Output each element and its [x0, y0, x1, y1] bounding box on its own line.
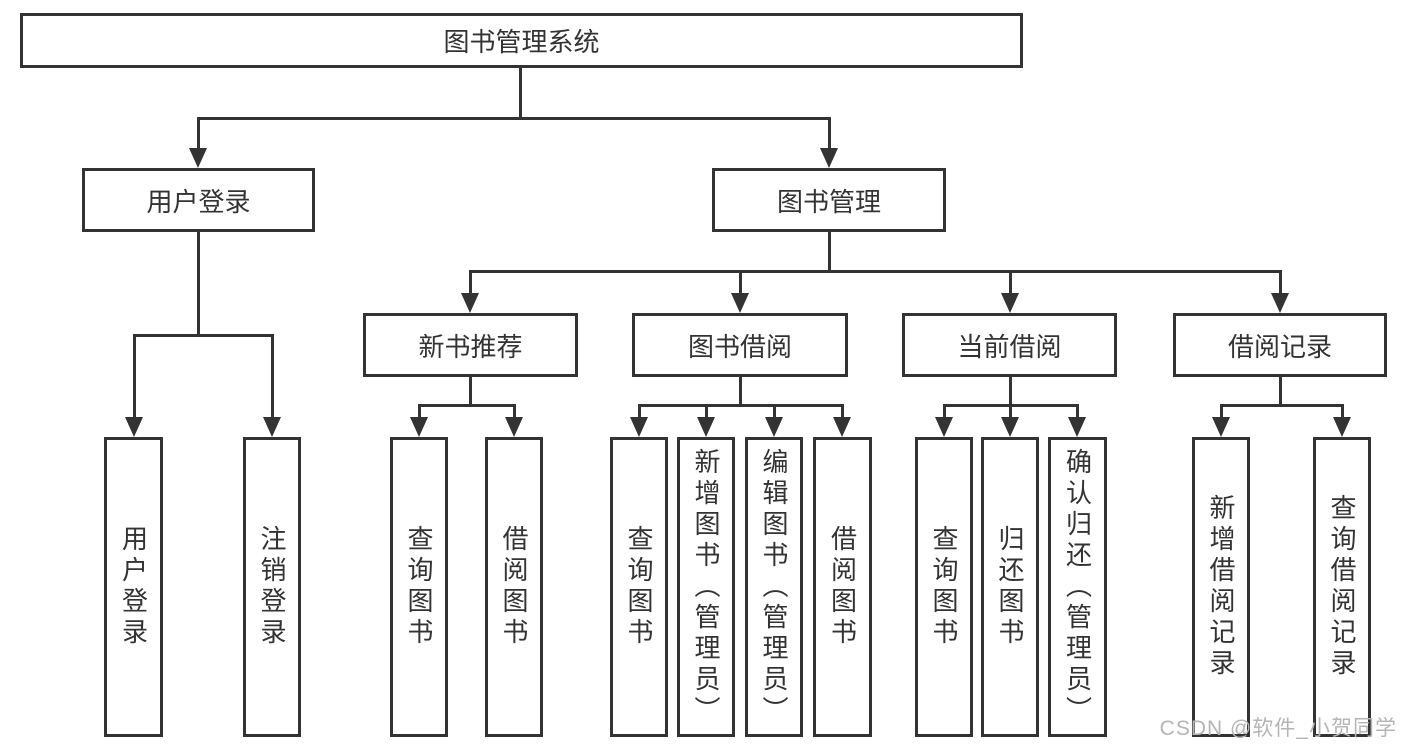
node-current-borrow-label: 当前借阅	[957, 331, 1062, 362]
connector-root-left-drop	[196, 118, 200, 150]
connector-records-stem	[1278, 377, 1282, 407]
arrow-down-icon	[1001, 417, 1019, 437]
leaf-newbook-query-label: 查询图书	[404, 525, 434, 649]
arrow-down-icon	[1068, 417, 1086, 437]
leaf-user-login: 用户登录	[104, 437, 163, 737]
node-book-management-label: 图书管理	[776, 186, 881, 217]
arrow-down-icon	[630, 417, 648, 437]
connector-current-stem	[1008, 377, 1012, 407]
connector-borrow-drop-3	[772, 405, 776, 419]
connector-current-drop-2	[1008, 405, 1012, 419]
arrow-down-icon	[1333, 417, 1351, 437]
node-book-borrow: 图书借阅	[632, 313, 848, 377]
leaf-records-add: 新增借阅记录	[1192, 437, 1250, 737]
arrow-down-icon	[125, 417, 143, 437]
connector-user-login-stem	[196, 232, 200, 337]
connector-records-hline	[1219, 404, 1344, 407]
arrow-down-icon	[820, 148, 838, 168]
node-new-book-recommend-label: 新书推荐	[418, 331, 523, 362]
connector-book-mgmt-drop-3	[1008, 271, 1012, 295]
node-user-login: 用户登录	[82, 168, 315, 232]
connector-user-login-drop-1	[132, 336, 136, 419]
leaf-borrow-query: 查询图书	[610, 437, 668, 737]
connector-book-mgmt-drop-1	[468, 271, 472, 295]
arrow-down-icon	[461, 293, 479, 313]
leaf-records-query-label: 查询借阅记录	[1327, 494, 1357, 680]
connector-new-book-stem	[468, 377, 472, 407]
connector-book-mgmt-stem	[827, 232, 831, 273]
connector-root-hline	[197, 117, 831, 120]
leaf-borrow-edit-label: 编辑图书（管理员）	[759, 447, 789, 727]
leaf-records-add-label: 新增借阅记录	[1206, 494, 1236, 680]
connector-current-drop-1	[942, 405, 946, 419]
arrow-down-icon	[505, 417, 523, 437]
connector-records-drop-1	[1219, 405, 1223, 419]
arrow-down-icon	[1271, 293, 1289, 313]
arrow-down-icon	[410, 417, 428, 437]
arrow-down-icon	[935, 417, 953, 437]
node-root: 图书管理系统	[20, 13, 1023, 68]
leaf-newbook-borrow: 借阅图书	[485, 437, 543, 737]
node-current-borrow: 当前借阅	[902, 313, 1117, 377]
connector-user-login-drop-2	[270, 336, 274, 419]
connector-borrow-hline	[637, 404, 844, 407]
connector-user-login-hline	[132, 334, 274, 337]
connector-current-drop-3	[1075, 405, 1079, 419]
leaf-borrow-borrow: 借阅图书	[813, 437, 872, 737]
arrow-down-icon	[731, 293, 749, 313]
arrow-down-icon	[263, 417, 281, 437]
node-borrow-records: 借阅记录	[1173, 313, 1387, 377]
arrow-down-icon	[697, 417, 715, 437]
connector-borrow-drop-2	[704, 405, 708, 419]
leaf-user-login-label: 用户登录	[118, 525, 149, 649]
connector-new-book-drop-2	[512, 405, 516, 419]
leaf-current-query-label: 查询图书	[929, 525, 959, 649]
connector-borrow-drop-4	[840, 405, 844, 419]
leaf-logout: 注销登录	[243, 437, 301, 737]
leaf-records-query: 查询借阅记录	[1313, 437, 1371, 737]
arrow-down-icon	[1001, 293, 1019, 313]
connector-root-stem	[518, 68, 522, 120]
connector-borrow-stem	[738, 377, 742, 407]
arrow-down-icon	[765, 417, 783, 437]
connector-records-drop-2	[1340, 405, 1344, 419]
arrow-down-icon	[189, 148, 207, 168]
leaf-current-confirm: 确认归还（管理员）	[1048, 437, 1107, 737]
leaf-borrow-query-label: 查询图书	[624, 525, 654, 649]
leaf-current-return: 归还图书	[981, 437, 1039, 737]
watermark: CSDN @软件_小贺同学	[1159, 717, 1397, 740]
leaf-current-return-label: 归还图书	[995, 525, 1025, 649]
connector-root-right-drop	[827, 118, 831, 150]
node-book-management: 图书管理	[712, 168, 946, 232]
node-new-book-recommend: 新书推荐	[363, 313, 578, 377]
leaf-borrow-borrow-label: 借阅图书	[827, 525, 858, 649]
connector-book-mgmt-hline	[468, 270, 1282, 273]
leaf-newbook-query: 查询图书	[390, 437, 448, 737]
connector-borrow-drop-1	[637, 405, 641, 419]
arrow-down-icon	[833, 417, 851, 437]
connector-book-mgmt-drop-4	[1278, 271, 1282, 295]
arrow-down-icon	[1212, 417, 1230, 437]
leaf-borrow-add-label: 新增图书（管理员）	[691, 447, 721, 727]
leaf-borrow-add: 新增图书（管理员）	[677, 437, 735, 737]
connector-new-book-drop-1	[417, 405, 421, 419]
leaf-borrow-edit: 编辑图书（管理员）	[745, 437, 803, 737]
node-user-login-label: 用户登录	[146, 186, 251, 217]
leaf-newbook-borrow-label: 借阅图书	[499, 525, 529, 649]
node-root-label: 图书管理系统	[443, 27, 600, 57]
connector-new-book-hline	[417, 404, 516, 407]
node-borrow-records-label: 借阅记录	[1227, 331, 1332, 362]
node-book-borrow-label: 图书借阅	[687, 331, 792, 362]
leaf-current-query: 查询图书	[915, 437, 973, 737]
leaf-current-confirm-label: 确认归还（管理员）	[1062, 447, 1093, 727]
leaf-logout-label: 注销登录	[257, 525, 287, 649]
connector-book-mgmt-drop-2	[738, 271, 742, 295]
